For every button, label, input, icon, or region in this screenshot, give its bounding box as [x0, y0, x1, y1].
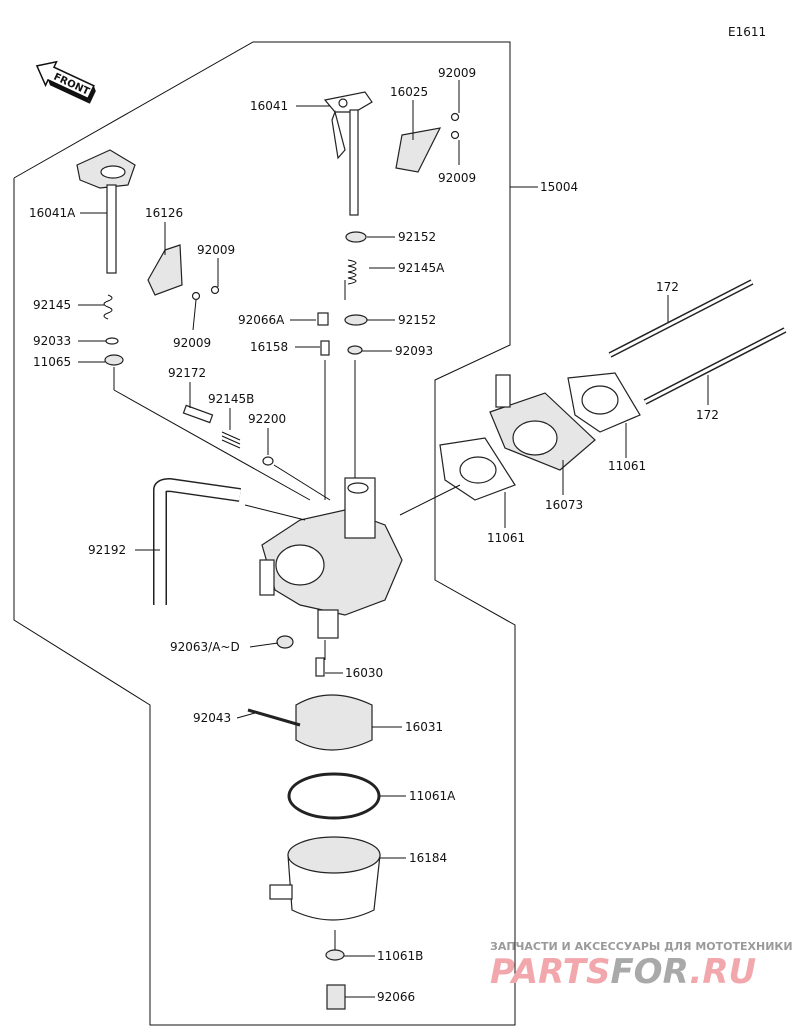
screws-92009	[191, 112, 460, 301]
label-92009: 92009	[438, 66, 476, 80]
spring-92145	[103, 294, 124, 366]
assembly-boundary	[13, 41, 516, 1026]
label-16073: 16073	[545, 498, 583, 512]
label-92152: 92152	[398, 313, 436, 327]
gaskets-insulator	[439, 372, 641, 501]
label-92043: 92043	[193, 711, 231, 725]
choke-shaft-16041A	[76, 149, 136, 274]
carburetor-body	[259, 477, 403, 639]
label-16126: 16126	[145, 206, 183, 220]
watermark-tagline: ЗАПЧАСТИ И АКСЕССУАРЫ ДЛЯ МОТОТЕХНИКИ	[490, 940, 793, 953]
label-15004: 15004	[540, 180, 578, 194]
diagram-code: E1611	[728, 25, 766, 39]
label-92009: 92009	[438, 171, 476, 185]
label-92172: 92172	[168, 366, 206, 380]
label-11061A: 11061A	[409, 789, 456, 803]
label-16184: 16184	[409, 851, 447, 865]
label-92009: 92009	[197, 243, 235, 257]
label-16031: 16031	[405, 720, 443, 734]
label-172: 172	[696, 408, 719, 422]
leader-lines	[78, 80, 709, 998]
center-stack	[317, 231, 368, 356]
label-16030: 16030	[345, 666, 383, 680]
studs-172	[608, 279, 787, 405]
label-11065: 11065	[33, 355, 71, 369]
label-92145A: 92145A	[398, 261, 445, 275]
label-92063: 92063/A~D	[170, 640, 240, 654]
choke-valve-16126	[147, 244, 183, 296]
label-92145B: 92145B	[208, 392, 254, 406]
label-92066A: 92066A	[238, 313, 285, 327]
label-16158: 16158	[250, 340, 288, 354]
label-92009: 92009	[173, 336, 211, 350]
label-92200: 92200	[248, 412, 286, 426]
label-11061B: 11061B	[377, 949, 423, 963]
throttle-valve-16025	[395, 127, 442, 173]
label-92066: 92066	[377, 990, 415, 1004]
front-arrow-icon: FRONT	[35, 60, 96, 104]
small-parts-left	[182, 404, 274, 466]
watermark-brand: PARTSFOR.RU	[490, 952, 756, 992]
label-16041: 16041	[250, 99, 288, 113]
label-11061: 11061	[487, 531, 525, 545]
label-172: 172	[656, 280, 679, 294]
label-11061: 11061	[608, 459, 646, 473]
bottom-stack	[247, 635, 381, 1010]
label-16025: 16025	[390, 85, 428, 99]
label-92192: 92192	[88, 543, 126, 557]
label-92093: 92093	[395, 344, 433, 358]
throttle-shaft-16041	[323, 91, 373, 216]
label-92152: 92152	[398, 230, 436, 244]
label-16041A: 16041A	[29, 206, 76, 220]
tube-92192	[153, 477, 241, 605]
label-92033: 92033	[33, 334, 71, 348]
label-92145: 92145	[33, 298, 71, 312]
